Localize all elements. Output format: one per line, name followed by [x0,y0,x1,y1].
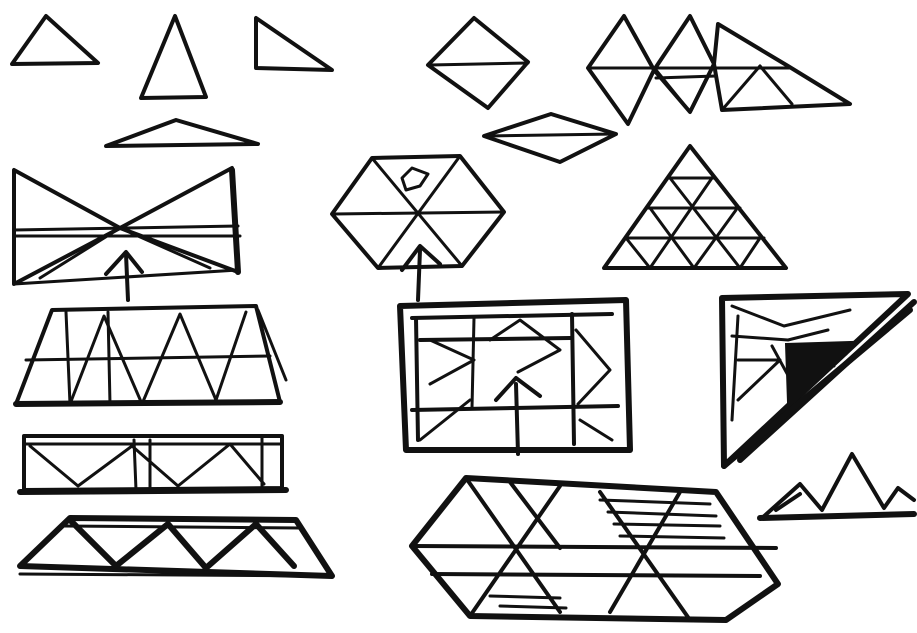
diagonal-grid-sketch [722,294,914,466]
diamond-sketch-2 [484,114,616,162]
triangle-grid-sketch [604,146,786,268]
truss-sketch-2 [20,436,286,492]
triangle-sketch-1 [12,16,98,64]
truss-sketch-1 [16,306,286,404]
triangle-sketch-3 [256,18,332,70]
truss-sketch-3 [20,518,332,576]
arrow-up-icon [402,246,440,300]
diamond-sketch-1 [428,18,528,108]
rhombus-grid-sketch [412,478,778,620]
arrow-up-icon [496,378,540,454]
mountain-peaks-sketch [760,454,914,518]
triangle-sketch-2 [141,16,206,98]
flat-triangle-sketch [106,120,258,146]
framed-panel-sketch [400,300,630,450]
triangle-row-sketch [588,16,850,124]
